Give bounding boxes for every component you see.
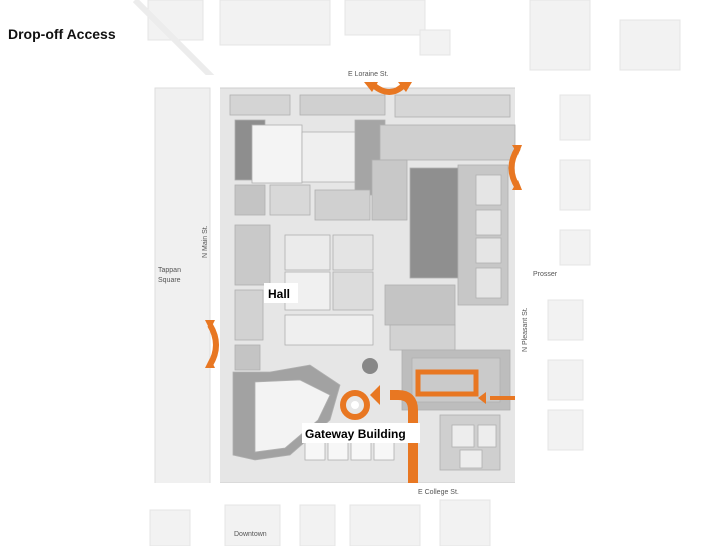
street-label-south: E College St. — [418, 489, 459, 496]
surrounding-context — [147, 0, 681, 547]
street-label-east: N Pleasant St. — [522, 307, 529, 352]
plaza-circle — [362, 358, 378, 374]
south-access-arrow — [390, 390, 418, 483]
page-title: Drop-off Access — [8, 26, 116, 42]
buildings — [229, 94, 516, 471]
building-labels: Hall Gateway Building — [264, 283, 420, 443]
streets — [150, 75, 589, 497]
street-label-north: E Loraine St. — [348, 71, 389, 78]
street-labels: E Loraine St. E College St. N Main St. N… — [158, 71, 558, 538]
diagonal-road — [132, 0, 218, 83]
square-label-line1: Tappan — [158, 267, 181, 274]
drop-off-routes — [205, 81, 522, 483]
street-label-west: N Main St. — [202, 225, 209, 258]
downtown-label: Downtown — [234, 531, 267, 538]
square-label-line2: Square — [158, 277, 181, 284]
street-label-east-cross: Prosser — [533, 271, 558, 278]
parking-loop — [415, 369, 479, 397]
west-access-arrow — [207, 323, 219, 367]
gateway-building-label: Gateway Building — [305, 427, 406, 441]
hall-label: Hall — [268, 287, 290, 301]
roundabout-marker — [340, 390, 370, 420]
